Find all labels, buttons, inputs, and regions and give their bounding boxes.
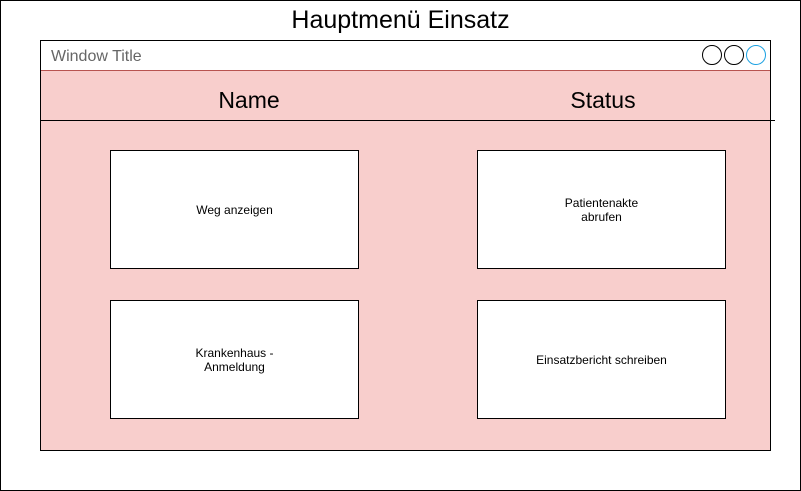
show-route-button[interactable]: Weg anzeigen [110,150,359,269]
window-titlebar: Window Title [41,41,770,71]
name-column-header: Name [218,87,280,113]
window-controls [702,45,766,65]
status-column-header: Status [570,87,636,113]
maximize-circle-icon[interactable] [724,45,744,65]
hospital-registration-label: Krankenhaus - Anmeldung [195,345,274,374]
header-divider [41,120,775,121]
patient-record-label: Patientenakte abrufen [564,195,639,224]
window-body: Name Status Weg anzeigen Patientenakte a… [41,71,775,450]
write-report-button[interactable]: Einsatzbericht schreiben [477,300,726,419]
write-report-label: Einsatzbericht schreiben [536,352,667,367]
close-circle-icon[interactable] [746,45,766,65]
app-window: Window Title Name Status Weg anzeigen Pa… [40,40,775,451]
hospital-registration-button[interactable]: Krankenhaus - Anmeldung [110,300,359,419]
window-title: Window Title [51,48,142,65]
minimize-circle-icon[interactable] [702,45,722,65]
page-title: Hauptmenü Einsatz [291,6,510,34]
show-route-label: Weg anzeigen [196,202,273,217]
patient-record-button[interactable]: Patientenakte abrufen [477,150,726,269]
